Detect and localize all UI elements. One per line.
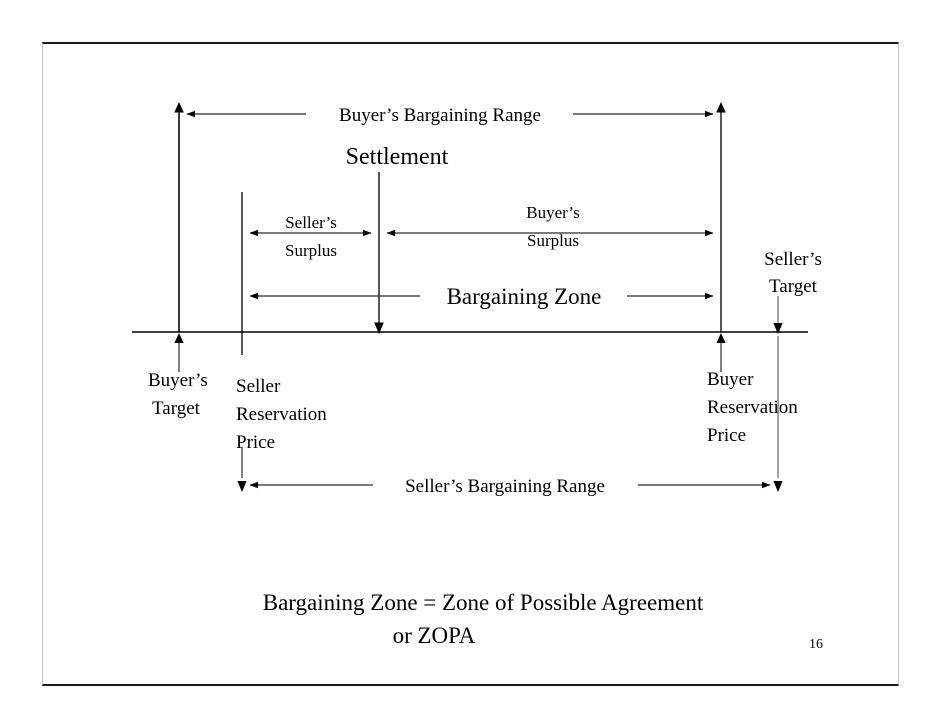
seller-reservation-label-line2: Reservation	[236, 404, 327, 425]
sellers-target-line	[773, 296, 783, 492]
page-number: 16	[809, 637, 823, 652]
buyers-bargaining-range-label: Buyer’s Bargaining Range	[339, 105, 541, 126]
buyers-target-label-line1: Buyer’s	[148, 370, 208, 391]
buyer-reservation-label-line1: Buyer	[707, 369, 754, 390]
settlement-label: Settlement	[346, 144, 449, 170]
sellers-surplus-label-line2: Surplus	[285, 241, 337, 260]
sellers-target-label-line2: Target	[769, 276, 818, 297]
seller-reservation-label-line1: Seller	[236, 376, 281, 397]
buyer-reservation-price-line	[716, 102, 726, 372]
buyers-target-label-line2: Target	[152, 398, 201, 419]
sellers-surplus-label-line1: Seller’s	[285, 213, 337, 232]
sellers-target-label-line1: Seller’s	[764, 249, 822, 270]
buyers-surplus-label-line2: Surplus	[527, 231, 579, 250]
buyer-reservation-label-line3: Price	[707, 425, 746, 446]
buyers-surplus-label-line1: Buyer’s	[526, 203, 580, 222]
buyers-target-line	[174, 102, 184, 372]
caption-line-1: Bargaining Zone = Zone of Possible Agree…	[263, 590, 704, 615]
slide-frame	[42, 42, 899, 686]
seller-reservation-label-line3: Price	[236, 432, 275, 453]
buyer-reservation-label-line2: Reservation	[707, 397, 798, 418]
settlement-line	[374, 172, 384, 334]
bargaining-zone-label: Bargaining Zone	[447, 284, 602, 309]
sellers-bargaining-range-label: Seller’s Bargaining Range	[405, 476, 605, 497]
seller-reservation-price-line	[237, 192, 247, 492]
caption-line-2: or ZOPA	[393, 623, 476, 648]
